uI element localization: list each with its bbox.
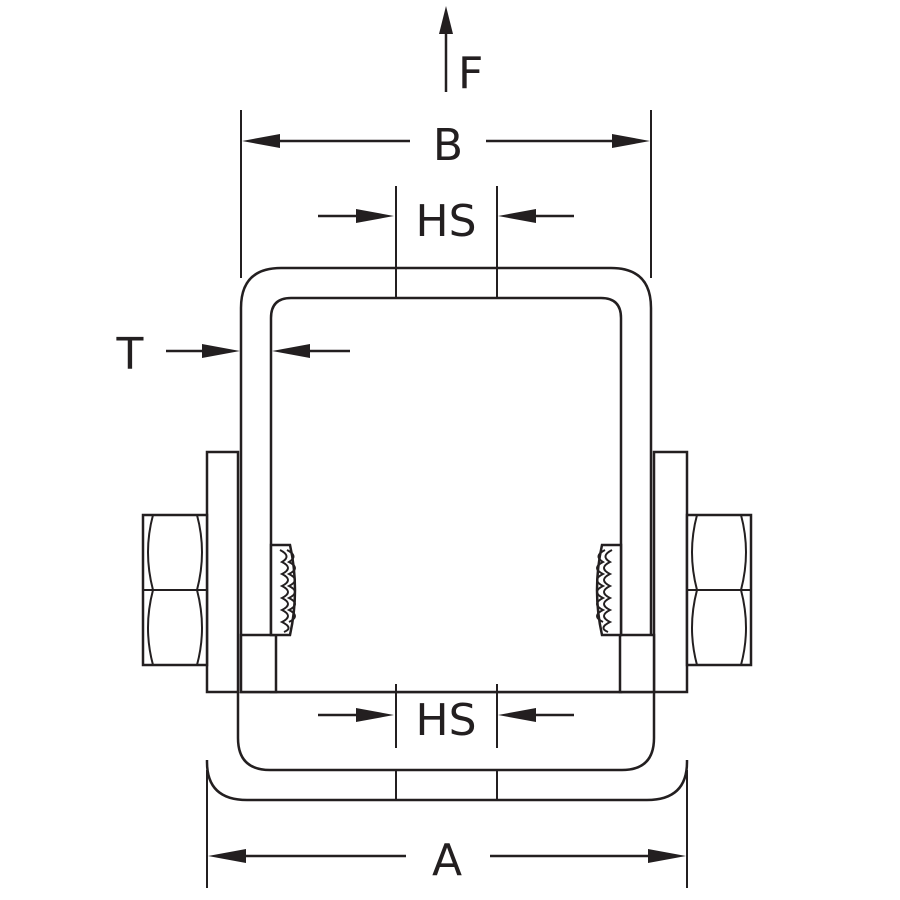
bracket-body [239, 266, 653, 694]
dimension-hs-top-label: HS [415, 196, 476, 247]
dimension-t-label: T [116, 329, 144, 380]
base-strap [205, 692, 689, 802]
dimension-b [240, 110, 652, 278]
left-plate [205, 450, 278, 694]
right-thread [595, 543, 623, 637]
dimension-a-label: A [432, 835, 462, 886]
force-arrow [439, 6, 453, 92]
left-hex-nut [141, 513, 209, 667]
left-thread [269, 543, 297, 637]
dimension-b-label: B [433, 120, 463, 171]
right-plate [618, 450, 689, 694]
force-label: F [458, 48, 483, 99]
dimension-hs-bottom-label: HS [415, 695, 476, 746]
dimension-hs-bottom [318, 684, 574, 748]
dimension-t [166, 344, 350, 358]
dimension-a [206, 770, 688, 888]
right-hex-nut [685, 513, 753, 667]
